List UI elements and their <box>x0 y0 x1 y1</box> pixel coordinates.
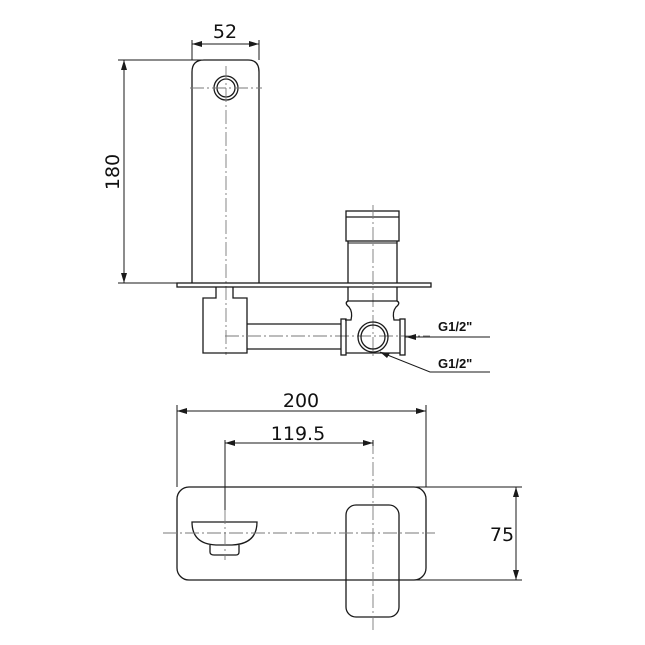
dimension-52: 52 <box>191 21 260 60</box>
inlet-top-label: G1/2" <box>438 319 472 334</box>
spout-mount-block <box>202 287 248 354</box>
spout-body <box>190 59 262 355</box>
spout-outlet <box>191 521 258 556</box>
spout-handle-distance-dimension: 119.5 <box>271 423 325 445</box>
connecting-pipe <box>225 323 430 350</box>
wall-plate <box>176 282 432 288</box>
dimension-180: 180 <box>102 59 204 284</box>
plate-height-dimension: 75 <box>490 524 514 546</box>
handle-front <box>345 504 400 618</box>
spout-width-dimension: 52 <box>213 21 237 43</box>
handle <box>345 205 400 358</box>
dimension-75: 75 <box>414 486 522 581</box>
dimension-119-5: 119.5 <box>224 423 374 510</box>
front-view: 200 119.5 75 <box>163 390 522 630</box>
plate-width-dimension: 200 <box>283 390 319 412</box>
side-view: G1/2" G1/2" 52 180 <box>102 21 490 373</box>
inlet-bottom-label: G1/2" <box>438 356 472 371</box>
front-plate <box>176 486 427 581</box>
dimension-200: 200 <box>176 390 427 487</box>
valve-body <box>340 287 406 356</box>
spout-height-dimension: 180 <box>102 154 124 190</box>
connection-callouts: G1/2" G1/2" <box>379 319 490 373</box>
